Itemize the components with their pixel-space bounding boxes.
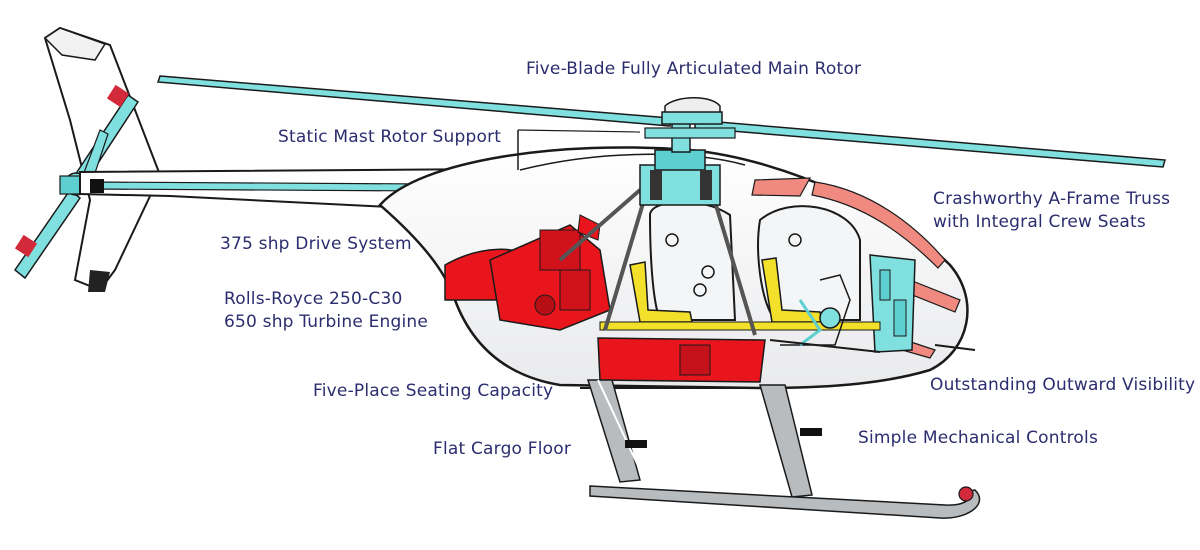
mechanical-controls xyxy=(769,274,881,353)
label-engine-line2: 650 shp Turbine Engine xyxy=(224,312,429,332)
label-visibility: Outstanding Outward Visibility xyxy=(930,375,1196,395)
label-engine: Rolls-Royce 250-C30 650 shp Turbine Engi… xyxy=(224,288,428,334)
engine xyxy=(444,214,611,331)
label-crashworthy-line2: with Integral Crew Seats xyxy=(933,212,1146,232)
landing-skids xyxy=(586,379,981,519)
label-controls: Simple Mechanical Controls xyxy=(858,428,1099,448)
label-seating: Five-Place Seating Capacity xyxy=(313,381,554,401)
label-engine-line1: Rolls-Royce 250-C30 xyxy=(224,289,403,309)
label-main-rotor: Five-Blade Fully Articulated Main Rotor xyxy=(526,59,862,79)
pitot-probe xyxy=(934,344,976,351)
label-crashworthy: Crashworthy A-Frame Truss with Integral … xyxy=(933,188,1170,234)
main-rotor xyxy=(156,75,1166,168)
label-static-mast: Static Mast Rotor Support xyxy=(278,127,502,147)
cargo-floor-box xyxy=(597,337,766,383)
tail-fin xyxy=(43,26,162,292)
label-crashworthy-line1: Crashworthy A-Frame Truss xyxy=(933,189,1171,209)
seats xyxy=(599,257,881,331)
label-cargo-floor: Flat Cargo Floor xyxy=(433,439,572,459)
label-drive-system: 375 shp Drive System xyxy=(220,234,412,254)
